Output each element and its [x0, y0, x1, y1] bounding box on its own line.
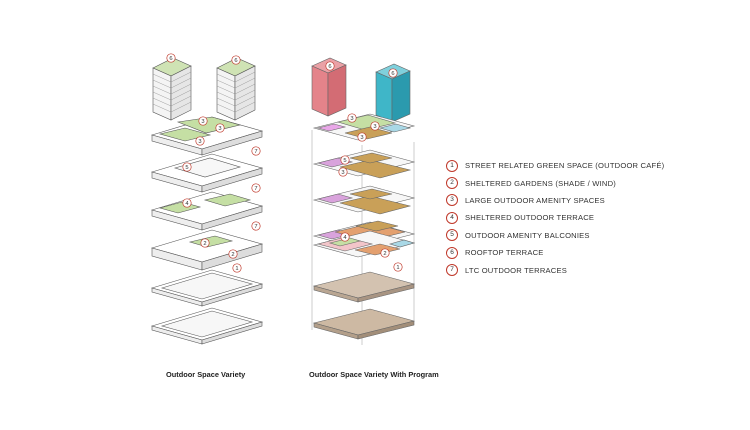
- marker-left-2b: 2: [228, 249, 238, 259]
- legend-label: LARGE OUTDOOR AMENITY SPACES: [465, 195, 605, 205]
- svg-text:3: 3: [341, 170, 344, 176]
- marker-left-2a: 2: [200, 238, 210, 248]
- legend-number: 6: [446, 246, 458, 259]
- legend-label: SHELTERED OUTDOOR TERRACE: [465, 213, 595, 223]
- left-tower-2: [216, 57, 256, 121]
- left-markers: 6 6 3 3 3 7 5 7 4 7 2 2 1: [166, 53, 261, 273]
- marker-left-4: 4: [182, 198, 192, 208]
- right-markers: 6 6 3 3 3 5 3 4 2 1: [325, 61, 403, 272]
- marker-left-7c: 7: [251, 221, 261, 231]
- svg-text:7: 7: [254, 186, 257, 192]
- svg-text:6: 6: [391, 71, 394, 77]
- caption-left: Outdoor Space Variety: [166, 370, 246, 379]
- svg-text:1: 1: [235, 266, 238, 272]
- legend-item: 4 SHELTERED OUTDOOR TERRACE: [446, 209, 656, 226]
- legend-number: 2: [446, 177, 458, 190]
- left-level-e: [150, 269, 264, 307]
- marker-right-3d: 3: [338, 167, 348, 177]
- legend-number: 4: [446, 211, 458, 224]
- svg-text:4: 4: [343, 235, 347, 241]
- svg-text:3: 3: [198, 139, 201, 145]
- svg-text:2: 2: [231, 252, 234, 258]
- legend-item: 3 LARGE OUTDOOR AMENITY SPACES: [446, 192, 656, 209]
- right-level-f: [312, 271, 416, 303]
- right-stack: [311, 57, 416, 345]
- svg-text:2: 2: [203, 241, 206, 247]
- legend-label: SHELTERED GARDENS (SHADE / WIND): [465, 178, 616, 188]
- legend-number: 7: [446, 264, 458, 277]
- left-stack: [150, 57, 264, 345]
- svg-text:4: 4: [185, 201, 189, 207]
- svg-text:2: 2: [383, 251, 386, 257]
- left-tower-1: [152, 57, 192, 121]
- marker-left-5: 5: [182, 162, 192, 172]
- svg-text:3: 3: [360, 135, 363, 141]
- svg-text:3: 3: [201, 119, 204, 125]
- right-level-b: [312, 149, 416, 179]
- legend-label: OUTDOOR AMENITY BALCONIES: [465, 230, 590, 240]
- svg-text:5: 5: [343, 158, 346, 164]
- svg-text:6: 6: [328, 64, 331, 70]
- svg-text:5: 5: [185, 165, 188, 171]
- left-level-b: [150, 153, 264, 193]
- marker-left-7b: 7: [251, 183, 261, 193]
- legend-item: 2 SHELTERED GARDENS (SHADE / WIND): [446, 174, 656, 191]
- legend: 1 STREET RELATED GREEN SPACE (OUTDOOR CA…: [446, 157, 664, 279]
- svg-text:3: 3: [218, 126, 221, 132]
- legend-item: 7 LTC OUTDOOR TERRACES: [446, 261, 656, 278]
- right-level-e: [312, 230, 416, 258]
- marker-left-6a: 6: [166, 53, 176, 63]
- marker-right-6b: 6: [388, 68, 398, 78]
- left-level-c: [150, 191, 264, 231]
- marker-right-6a: 6: [325, 61, 335, 71]
- marker-left-7a: 7: [251, 146, 261, 156]
- legend-item: 1 STREET RELATED GREEN SPACE (OUTDOOR CA…: [446, 157, 664, 174]
- legend-item: 5 OUTDOOR AMENITY BALCONIES: [446, 227, 656, 244]
- legend-number: 5: [446, 229, 458, 242]
- svg-text:7: 7: [254, 149, 257, 155]
- marker-left-3a: 3: [198, 116, 208, 126]
- svg-text:1: 1: [396, 265, 399, 271]
- legend-label: LTC OUTDOOR TERRACES: [465, 265, 568, 275]
- marker-right-2: 2: [380, 248, 390, 258]
- legend-label: STREET RELATED GREEN SPACE (OUTDOOR CAFÉ…: [465, 161, 665, 171]
- caption-right: Outdoor Space Variety With Program: [309, 370, 439, 379]
- marker-right-3b: 3: [370, 121, 380, 131]
- marker-left-3b: 3: [215, 123, 225, 133]
- marker-right-3a: 3: [347, 113, 357, 123]
- legend-item: 6 ROOFTOP TERRACE: [446, 244, 656, 261]
- legend-label: ROOFTOP TERRACE: [465, 248, 544, 258]
- marker-right-5: 5: [340, 155, 350, 165]
- right-tower-pink: [311, 57, 347, 117]
- right-level-g: [312, 308, 416, 340]
- svg-text:3: 3: [373, 124, 376, 130]
- marker-right-4: 4: [340, 232, 350, 242]
- right-level-c: [312, 185, 416, 215]
- svg-text:3: 3: [350, 116, 353, 122]
- legend-number: 3: [446, 194, 458, 207]
- left-level-f: [150, 307, 264, 345]
- legend-number: 1: [446, 159, 458, 172]
- marker-right-1: 1: [393, 262, 403, 272]
- marker-right-3c: 3: [357, 132, 367, 142]
- marker-left-3c: 3: [195, 136, 205, 146]
- svg-text:6: 6: [234, 58, 237, 64]
- marker-left-1: 1: [232, 263, 242, 273]
- left-level-d: [150, 229, 264, 271]
- svg-text:6: 6: [169, 56, 172, 62]
- svg-text:7: 7: [254, 224, 257, 230]
- marker-left-6b: 6: [231, 55, 241, 65]
- right-tower-teal: [375, 63, 411, 123]
